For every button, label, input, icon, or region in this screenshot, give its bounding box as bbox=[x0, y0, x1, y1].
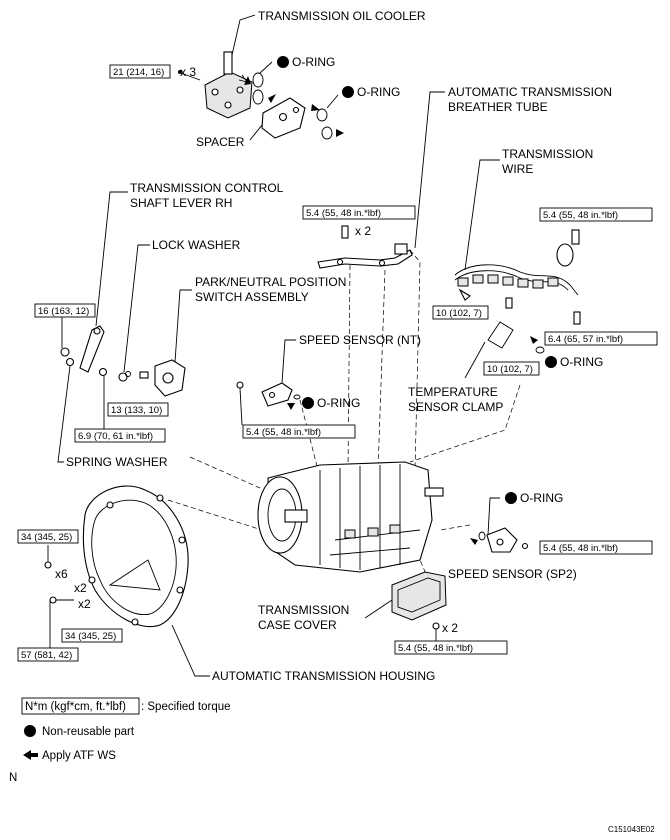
control-lever-group bbox=[60, 191, 192, 397]
label-breather-line2: BREATHER TUBE bbox=[448, 100, 548, 114]
transmission-housing bbox=[82, 485, 189, 627]
label-pnp-line2: SWITCH ASSEMBLY bbox=[195, 290, 309, 304]
o-ring-cooler-a bbox=[252, 89, 264, 105]
transmission-wire-group bbox=[454, 159, 581, 379]
legend: N*m (kgf*cm, ft.*lbf) : Specified torque… bbox=[9, 697, 231, 784]
apply-atf-arrow-icon bbox=[23, 750, 38, 760]
speed-sensor-sp2-group bbox=[470, 497, 529, 553]
label-spring-washer: SPRING WASHER bbox=[66, 455, 168, 469]
label-spacer: SPACER bbox=[196, 135, 245, 149]
qty-breather: x 2 bbox=[355, 224, 371, 238]
label-o-ring-sp2: O-RING bbox=[520, 491, 563, 505]
label-lock-washer: LOCK WASHER bbox=[152, 238, 241, 252]
torque-pnp-nut: 6.9 (70, 61 in.*lbf) bbox=[78, 431, 153, 442]
torque-oil-cooler: 21 (214, 16) bbox=[113, 67, 164, 78]
torque-wire-clamp-b: 10 (102, 7) bbox=[487, 364, 533, 375]
torque-housing-c: 57 (581, 42) bbox=[21, 650, 72, 661]
label-lever-line1: TRANSMISSION CONTROL bbox=[130, 181, 284, 195]
label-o-ring-wire: O-RING bbox=[560, 355, 603, 369]
label-wire-line1: TRANSMISSION bbox=[502, 147, 593, 161]
label-o-ring-2: O-RING bbox=[357, 85, 400, 99]
torque-pnp-switch: 13 (133, 10) bbox=[111, 405, 162, 416]
non-reusable-icon bbox=[24, 725, 36, 737]
legend-n-mark: N bbox=[9, 772, 17, 784]
torque-wire-top: 5.4 (55, 48 in.*lbf) bbox=[543, 210, 618, 221]
legend-torque-desc: : Specified torque bbox=[141, 701, 231, 713]
torque-wire-clamp-a: 10 (102, 7) bbox=[436, 308, 482, 319]
speed-sensor-nt bbox=[261, 382, 293, 407]
non-reusable-icon bbox=[302, 397, 314, 409]
torque-housing-a: 34 (345, 25) bbox=[21, 532, 72, 543]
breather-tube-group bbox=[317, 91, 445, 269]
label-case-cover-line2: CASE COVER bbox=[258, 618, 337, 632]
torque-lever: 16 (163, 12) bbox=[38, 306, 89, 317]
label-case-cover-line1: TRANSMISSION bbox=[258, 603, 349, 617]
torque-wire-right: 6.4 (65, 57 in.*lbf) bbox=[548, 334, 623, 345]
torque-breather: 5.4 (55, 48 in.*lbf) bbox=[306, 208, 381, 219]
legend-torque-key: N*m (kgf*cm, ft.*lbf) bbox=[25, 701, 126, 713]
transmission-housing-group bbox=[44, 485, 210, 677]
non-reusable-icon bbox=[277, 56, 289, 68]
label-transmission-oil-cooler: TRANSMISSION OIL COOLER bbox=[258, 9, 426, 23]
non-reusable-icon bbox=[342, 86, 354, 98]
label-breather-line1: AUTOMATIC TRANSMISSION bbox=[448, 85, 612, 99]
legend-apply-atf: Apply ATF WS bbox=[42, 750, 116, 762]
transmission-case-cover bbox=[391, 571, 447, 621]
temperature-sensor-clamp bbox=[487, 321, 514, 349]
label-speed-sensor-nt: SPEED SENSOR (NT) bbox=[299, 333, 421, 347]
torque-case-cover: 5.4 (55, 48 in.*lbf) bbox=[398, 643, 473, 654]
label-temp-clamp-line1: TEMPERATURE bbox=[408, 385, 498, 399]
label-housing: AUTOMATIC TRANSMISSION HOUSING bbox=[212, 669, 435, 683]
non-reusable-icon bbox=[505, 492, 517, 504]
qty-housing-b1: x2 bbox=[74, 581, 87, 595]
qty-case-cover: x 2 bbox=[442, 621, 458, 635]
label-pnp-line1: PARK/NEUTRAL POSITION bbox=[195, 275, 346, 289]
wire-connector bbox=[556, 243, 574, 267]
case-cover-group bbox=[364, 571, 447, 641]
label-lever-line2: SHAFT LEVER RH bbox=[130, 196, 232, 210]
control-shaft-lever bbox=[79, 325, 105, 373]
figure-code: C151043E02 bbox=[608, 825, 655, 834]
qty-housing-b2: x2 bbox=[78, 597, 91, 611]
label-speed-sensor-sp2: SPEED SENSOR (SP2) bbox=[448, 567, 577, 581]
torque-speed-sp2: 5.4 (55, 48 in.*lbf) bbox=[543, 543, 618, 554]
label-temp-clamp-line2: SENSOR CLAMP bbox=[408, 400, 503, 414]
qty-housing-a: x6 bbox=[55, 567, 68, 581]
legend-non-reusable: Non-reusable part bbox=[42, 726, 135, 738]
speed-sensor-nt-group bbox=[236, 339, 301, 426]
label-o-ring-1: O-RING bbox=[292, 55, 335, 69]
torque-speed-nt: 5.4 (55, 48 in.*lbf) bbox=[246, 427, 321, 438]
transmission-body bbox=[257, 461, 444, 573]
oil-cooler-group bbox=[177, 14, 344, 141]
label-wire-line2: WIRE bbox=[502, 162, 533, 176]
label-o-ring-nt: O-RING bbox=[317, 396, 360, 410]
torque-housing-b: 34 (345, 25) bbox=[65, 631, 116, 642]
qty-oil-cooler: x 3 bbox=[180, 65, 196, 79]
non-reusable-icon bbox=[545, 356, 557, 368]
